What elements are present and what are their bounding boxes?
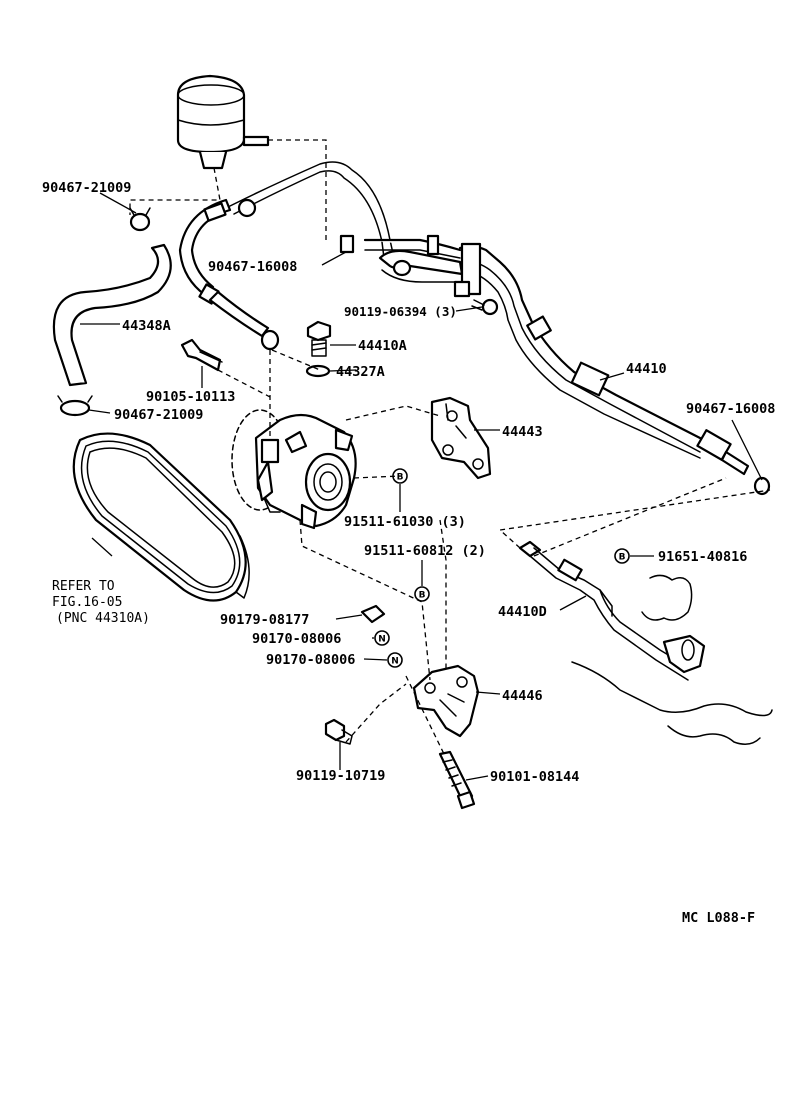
label-90467-16008-mid: 90467-16008 (208, 259, 297, 275)
refer-line-3: (PNC 44310A) (56, 611, 150, 626)
gasket-44327A (305, 364, 331, 378)
label-90179-08177: 90179-08177 (220, 612, 309, 628)
label-44327A: 44327A (336, 364, 385, 380)
label-91651-40816: 91651-40816 (658, 549, 747, 565)
bolt-06394 (471, 298, 499, 316)
hose-clamp-top (129, 207, 151, 232)
tube-clamp-upper (453, 280, 471, 298)
label-44446: 44446 (502, 688, 543, 704)
svg-text:B: B (419, 591, 426, 601)
pressure-tube-upper (229, 161, 395, 259)
label-90105-10113: 90105-10113 (146, 389, 235, 405)
part-labels: 90467-21009 90467-16008 44348A 90119-063… (42, 180, 775, 926)
label-90467-21009-bottom: 90467-21009 (114, 407, 203, 423)
label-90170-08006-b: 90170-08006 (266, 652, 355, 668)
label-44348A: 44348A (122, 318, 171, 334)
steering-gear-outline (571, 574, 773, 745)
label-90119-06394: 90119-06394 (3) (344, 304, 457, 319)
label-90170-08006-a: 90170-08006 (252, 631, 341, 647)
bracket-44446 (412, 664, 480, 738)
label-44443: 44443 (502, 424, 543, 440)
label-90119-10719: 90119-10719 (296, 768, 385, 784)
label-44410D: 44410D (498, 604, 547, 620)
union-bolt-44410A (306, 320, 332, 357)
hose-clamp-bottom (57, 395, 93, 417)
label-91511-60812: 91511-60812 (2) (364, 543, 486, 559)
nut-badge-b: N (391, 657, 399, 667)
bolt-08144 (438, 750, 476, 810)
return-hose (178, 198, 280, 351)
tube-clamp-mid (339, 234, 355, 254)
reservoir-tank (176, 74, 270, 170)
label-91511-61030: 91511-61030 (3) (344, 514, 466, 530)
bolt-10113 (180, 338, 223, 372)
refer-line-1: REFER TO (52, 579, 115, 594)
power-steering-pump (231, 409, 357, 530)
pressure-tube-44410D (518, 540, 706, 681)
bolt-badge-60812: B (414, 586, 430, 602)
leader-lines (80, 192, 763, 781)
bolt-badge-40816: B (614, 548, 630, 564)
refer-line-2: FIG.16-05 (52, 595, 122, 610)
label-90467-16008-right: 90467-16008 (686, 401, 775, 417)
cap-08177 (360, 604, 386, 624)
label-44410A: 44410A (358, 338, 407, 354)
pressure-tube-44410 (363, 234, 771, 496)
svg-text:B: B (619, 553, 626, 563)
bracket-44443 (430, 396, 492, 480)
bolt-10719 (324, 718, 353, 745)
figure-code: MC L088-F (682, 910, 755, 926)
assembly-dashed-lines (129, 139, 771, 755)
suction-hose (52, 243, 172, 387)
nut-08006-a: N (374, 630, 390, 646)
nut-badge-a: N (378, 635, 386, 645)
drive-belt (72, 432, 250, 602)
nut-08006-b: N (387, 652, 403, 668)
svg-text:B: B (397, 473, 404, 483)
label-90467-21009-top: 90467-21009 (42, 180, 131, 196)
label-90101-08144: 90101-08144 (490, 769, 579, 785)
label-44410: 44410 (626, 361, 667, 377)
